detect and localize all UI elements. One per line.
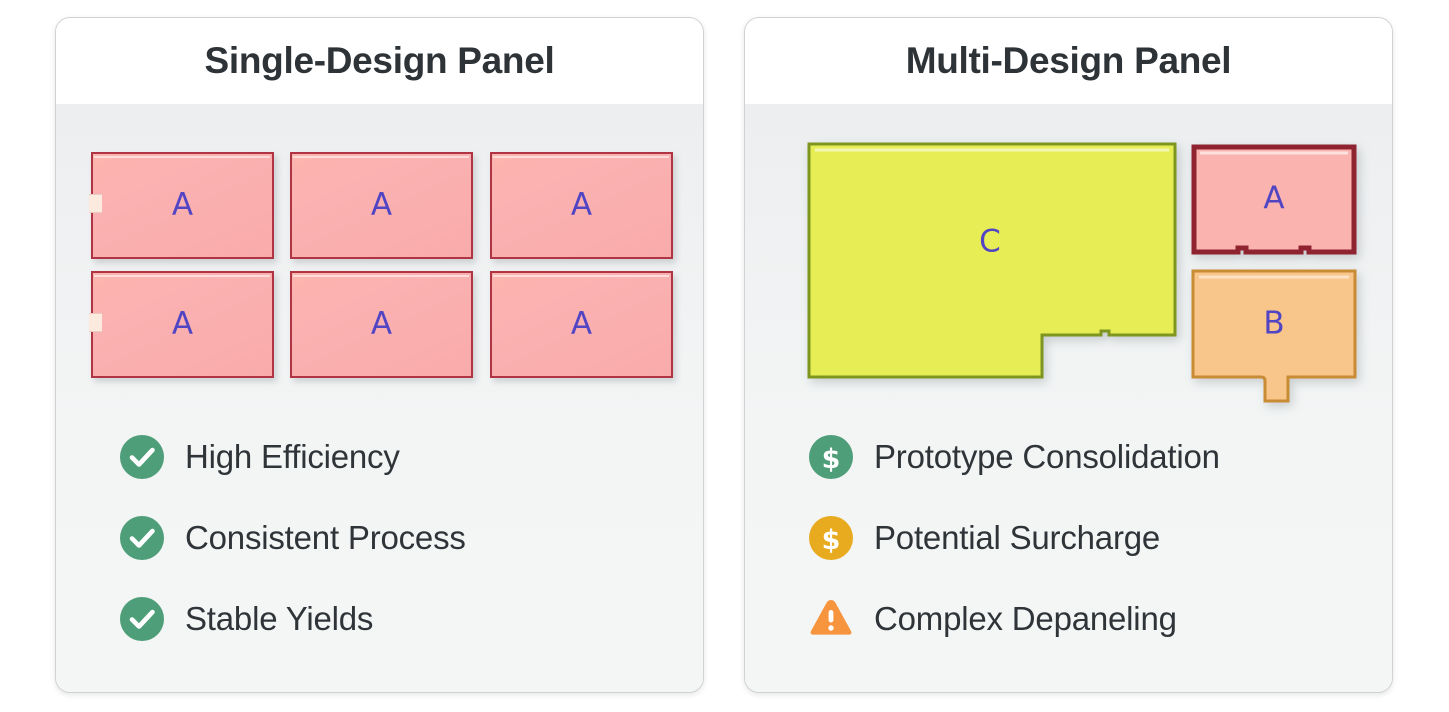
single-design-feature-list: High Efficiency Consistent Process — [56, 416, 703, 659]
single-design-board-grid: A A A A A A — [56, 104, 703, 404]
list-item: $ Prototype Consolidation — [808, 416, 1392, 497]
list-item: Stable Yields — [119, 578, 703, 659]
single-design-panel-body: A A A A A A — [56, 104, 703, 692]
feature-label: Prototype Consolidation — [874, 437, 1220, 475]
board-label: A — [171, 306, 194, 342]
feature-label: High Efficiency — [185, 437, 400, 475]
board-solder-tab-icon — [89, 313, 102, 332]
list-item: Consistent Process — [119, 497, 703, 578]
board-label: A — [370, 306, 393, 342]
board-a-5[interactable]: A — [290, 271, 473, 378]
shape-c[interactable]: C — [807, 142, 1181, 381]
feature-label: Potential Surcharge — [874, 518, 1161, 556]
check-circle-icon — [119, 515, 165, 561]
feature-label: Complex Depaneling — [874, 599, 1177, 637]
dollar-circle-icon: $ — [808, 434, 854, 480]
single-design-panel-header: Single-Design Panel — [56, 18, 703, 104]
shape-a[interactable]: A — [1191, 144, 1357, 255]
board-label: A — [570, 306, 593, 342]
page-title: Multi-Design Panel — [905, 40, 1232, 81]
board-a-6[interactable]: A — [490, 271, 673, 378]
multi-design-shape-layout: C A B — [745, 104, 1392, 404]
list-item: Complex Depaneling — [808, 578, 1392, 659]
shape-b[interactable]: B — [1191, 269, 1357, 405]
check-circle-icon — [119, 434, 165, 480]
svg-text:$: $ — [822, 525, 841, 556]
board-a-4[interactable]: A — [89, 271, 274, 378]
page-title: Single-Design Panel — [204, 40, 555, 81]
dollar-circle-icon: $ — [808, 515, 854, 561]
list-item: $ Potential Surcharge — [808, 497, 1392, 578]
single-design-panel-card: Single-Design Panel A A A A — [55, 17, 704, 693]
check-circle-icon — [119, 596, 165, 642]
multi-design-panel-card: Multi-Design Panel C — [744, 17, 1393, 693]
list-item: High Efficiency — [119, 416, 703, 497]
board-label: A — [171, 187, 194, 223]
board-a-2[interactable]: A — [290, 152, 473, 259]
feature-label: Consistent Process — [185, 518, 466, 556]
board-label: A — [370, 187, 393, 223]
warning-triangle-icon — [808, 596, 854, 642]
multi-design-feature-list: $ Prototype Consolidation $ Potential Su… — [745, 416, 1392, 659]
board-label: A — [570, 187, 593, 223]
multi-design-panel-body: C A B — [745, 104, 1392, 692]
feature-label: Stable Yields — [185, 599, 374, 637]
board-solder-tab-icon — [89, 194, 102, 213]
board-a-3[interactable]: A — [490, 152, 673, 259]
multi-design-panel-header: Multi-Design Panel — [745, 18, 1392, 104]
board-a-1[interactable]: A — [89, 152, 274, 259]
svg-text:$: $ — [822, 444, 841, 475]
